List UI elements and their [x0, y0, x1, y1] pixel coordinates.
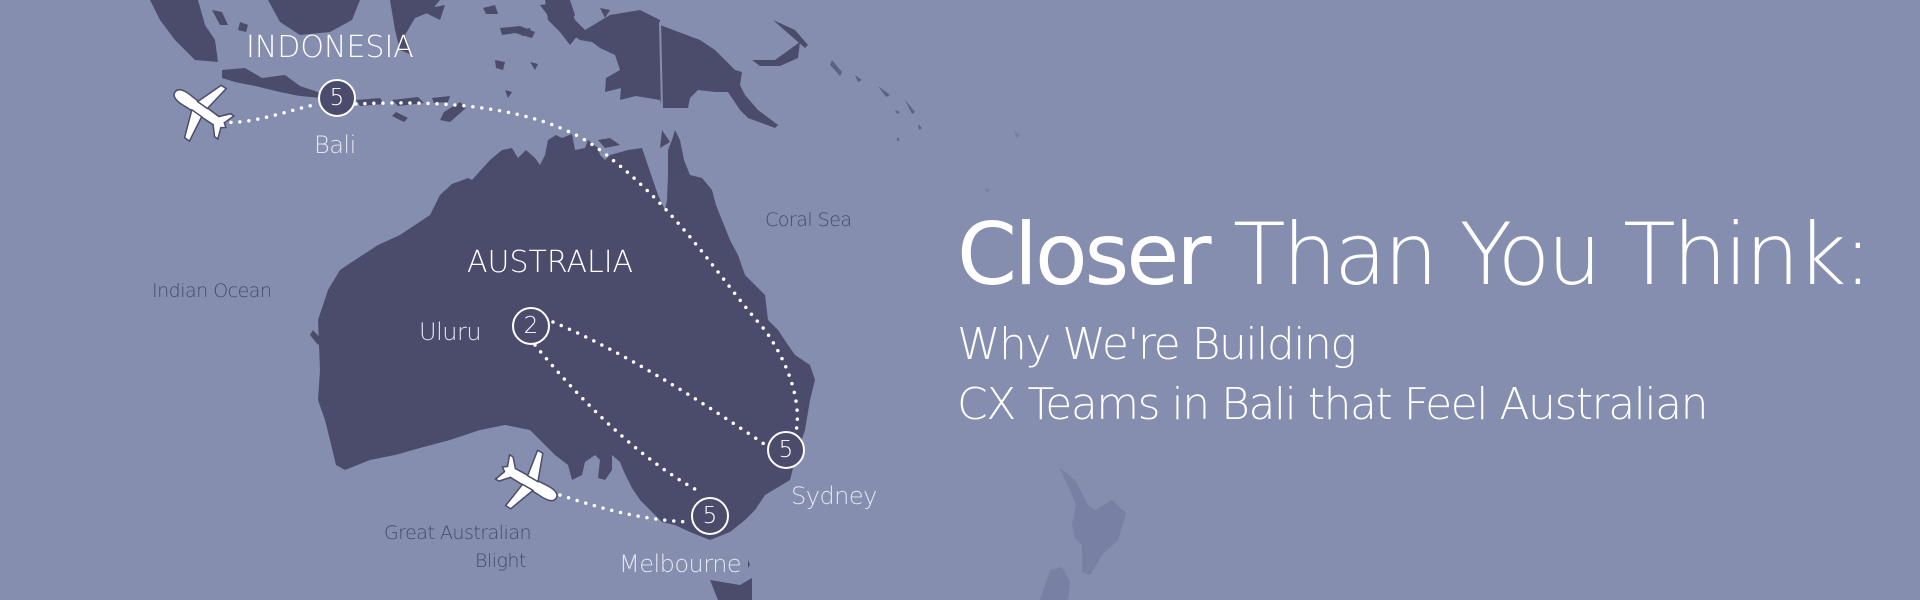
route-bali-to-sydney: [354, 101, 800, 437]
city-label-sydney: Sydney: [791, 482, 877, 510]
land-australia: [318, 130, 815, 540]
city-label-bali: Bali: [314, 131, 356, 159]
land-borneo: [268, 0, 360, 35]
city-label-uluru: Uluru: [419, 318, 482, 346]
headline-subtitle-line2: CX Teams in Bali that Feel Australian: [957, 379, 1708, 430]
country-label-australia: AUSTRALIA: [467, 245, 634, 280]
marker-melbourne[interactable]: 5: [691, 497, 729, 535]
headline-title: Closer Than You Think:: [957, 205, 1872, 305]
flight-routes: [220, 101, 800, 524]
sea-label-great-australian-bight-line2: Blight: [475, 550, 526, 572]
route-plane-to-bali: [220, 102, 320, 125]
route-uluru-to-melbourne: [533, 343, 704, 495]
land-java: [222, 68, 322, 98]
marker-bali[interactable]: 5: [318, 79, 356, 117]
headline-subtitle-line1: Why We're Building: [957, 319, 1357, 370]
headline-title-light: Than You Think:: [1232, 205, 1872, 305]
city-label-melbourne: Melbourne: [619, 550, 742, 578]
marker-sydney[interactable]: 5: [767, 431, 805, 469]
land-new-zealand: [1059, 467, 1126, 575]
sea-label-coral-sea: Coral Sea: [765, 209, 852, 231]
land-tasmania: [710, 578, 752, 600]
headline: Closer Than You Think: Why We're Buildin…: [957, 205, 1872, 435]
land-new-guinea: [540, 2, 778, 128]
sea-label-indian-ocean: Indian Ocean: [152, 280, 272, 302]
airplane-icon: [173, 84, 236, 143]
land-sumatra: [150, 0, 218, 62]
marker-uluru[interactable]: 2: [512, 307, 550, 345]
country-label-indonesia: INDONESIA: [246, 30, 414, 65]
land-sulawesi: [390, 0, 445, 55]
sea-label-great-australian-bight-line1: Great Australian: [384, 522, 532, 544]
route-plane-to-melbourne: [558, 493, 692, 524]
route-uluru-to-sydney: [551, 320, 772, 450]
airplane-icon: [494, 449, 558, 510]
headline-title-strong: Closer: [957, 205, 1212, 305]
